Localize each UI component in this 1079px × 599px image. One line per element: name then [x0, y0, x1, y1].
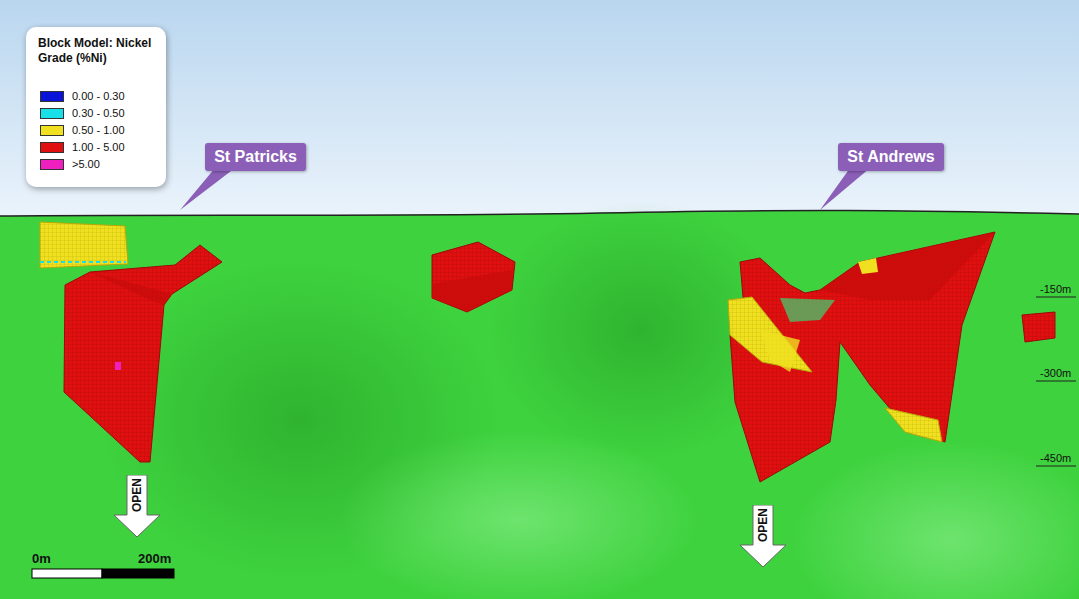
- legend-entry: 1.00 - 5.00: [40, 140, 125, 154]
- low-grade-zone: [885, 408, 942, 442]
- ore-body: [90, 272, 172, 305]
- ore-body: [432, 242, 515, 312]
- open-label: OPEN: [130, 478, 144, 512]
- legend-swatch: [40, 108, 64, 119]
- scale-label: 0m: [32, 551, 51, 566]
- ore-body: [64, 245, 222, 462]
- site-name: St Andrews: [847, 148, 934, 166]
- ore-body: [1022, 312, 1055, 342]
- surface-line: [0, 210, 1079, 216]
- legend-entry: 0.50 - 1.00: [40, 123, 125, 137]
- open-arrow: OPEN: [740, 505, 786, 567]
- ore-body: [730, 232, 995, 482]
- oxide-zone: [40, 222, 128, 268]
- depth-label: -150m: [1040, 282, 1071, 297]
- ore-gap: [780, 298, 835, 322]
- sky: [0, 0, 1079, 216]
- legend-entry: 0.00 - 0.30: [40, 89, 125, 103]
- arrow-shape: [740, 505, 786, 567]
- high-grade-block: [115, 362, 121, 370]
- oxide-zone: [40, 261, 126, 263]
- legend-text: 0.50 - 1.00: [72, 124, 125, 136]
- scale-bar: [102, 569, 174, 578]
- ore-body: [820, 232, 995, 300]
- open-label: OPEN: [756, 508, 770, 542]
- legend-entry: >5.00: [40, 157, 100, 171]
- callout-tail: [180, 168, 235, 210]
- callout-tail: [820, 168, 870, 210]
- legend-swatch: [40, 91, 64, 102]
- legend-title: Block Model: Nickel Grade (%Ni): [38, 36, 158, 66]
- arrow-shape: [114, 475, 160, 537]
- low-grade-zone: [858, 258, 878, 274]
- depth-tick: [1036, 297, 1076, 466]
- site-callout: St Patricks: [205, 143, 306, 171]
- depth-label: -300m: [1040, 366, 1071, 381]
- site-name: St Patricks: [214, 148, 297, 166]
- ground-shading: [790, 440, 1079, 599]
- low-grade-zone: [760, 330, 800, 372]
- scale-label: 200m: [138, 551, 171, 566]
- legend-text: 0.30 - 0.50: [72, 107, 125, 119]
- low-grade-zone: [728, 297, 812, 372]
- legend-text: 0.00 - 0.30: [72, 90, 125, 102]
- depth-label: -450m: [1040, 451, 1071, 466]
- scale-bar: [32, 569, 102, 578]
- legend-text: 1.00 - 5.00: [72, 141, 125, 153]
- legend-swatch: [40, 125, 64, 136]
- site-callout: St Andrews: [838, 143, 944, 171]
- legend-swatch: [40, 142, 64, 153]
- legend-text: >5.00: [72, 158, 100, 170]
- open-arrow: OPEN: [114, 475, 160, 537]
- ground-shading: [340, 430, 700, 599]
- legend-swatch: [40, 159, 64, 170]
- ore-body: [432, 270, 512, 312]
- legend-entry: 0.30 - 0.50: [40, 106, 125, 120]
